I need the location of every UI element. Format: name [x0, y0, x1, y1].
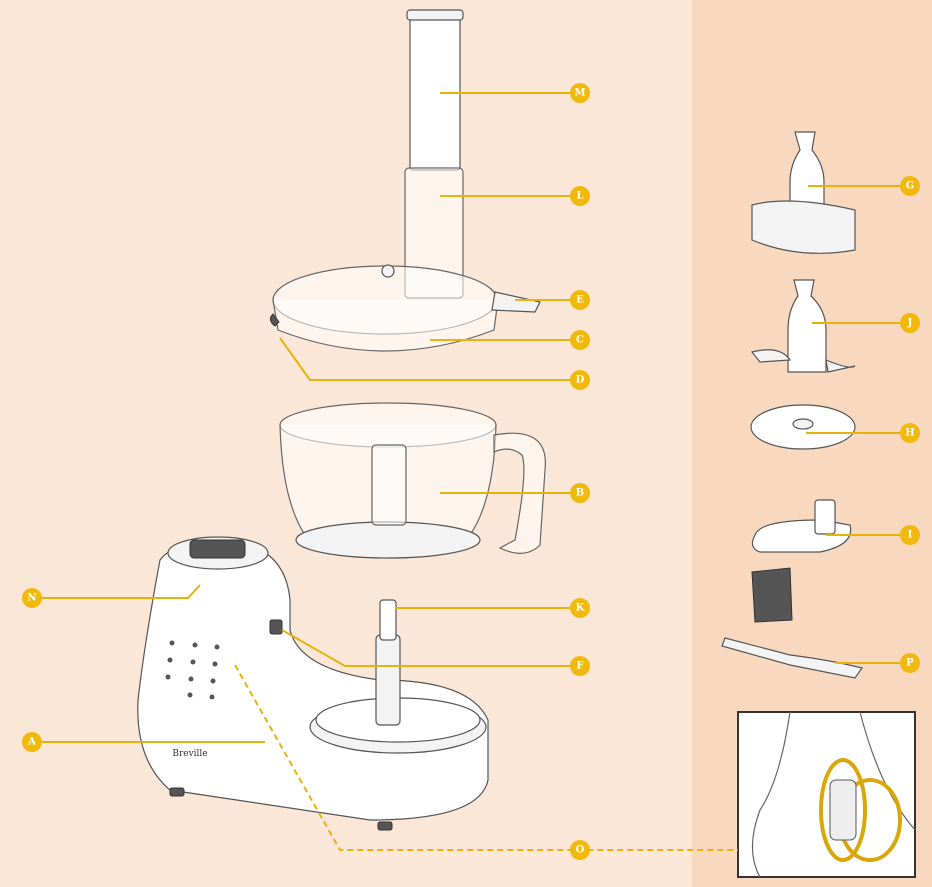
marker-b: B — [570, 483, 590, 503]
motor-base — [137, 536, 489, 831]
marker-g: G — [900, 176, 920, 196]
processor-lid — [269, 264, 541, 352]
marker-p: P — [900, 653, 920, 673]
dough-blade-j — [750, 279, 856, 373]
marker-o: O — [570, 840, 590, 860]
svg-text:A: A — [27, 737, 36, 748]
processor-bowl — [279, 402, 546, 559]
marker-e: E — [570, 290, 590, 310]
marker-h: H — [900, 423, 920, 443]
svg-text:P: P — [906, 658, 914, 669]
svg-text:F: F — [576, 661, 583, 672]
svg-text:H: H — [905, 428, 914, 439]
svg-text:L: L — [576, 191, 583, 202]
svg-text:O: O — [576, 845, 585, 856]
svg-text:C: C — [576, 335, 584, 346]
marker-n: N — [22, 588, 42, 608]
svg-text:B: B — [576, 488, 584, 499]
marker-k: K — [570, 598, 590, 618]
marker-c: C — [570, 330, 590, 350]
emulsifying-disc-i — [751, 499, 852, 623]
marker-m: M — [570, 83, 590, 103]
marker-j: J — [900, 313, 920, 333]
base-brand-logo: Breville — [172, 749, 207, 759]
cord-storage-inset — [737, 711, 916, 878]
marker-d: D — [570, 370, 590, 390]
svg-text:I: I — [908, 530, 913, 541]
chopping-blade-g — [751, 131, 856, 254]
svg-text:D: D — [576, 375, 585, 386]
marker-i: I — [900, 525, 920, 545]
leader-lines — [42, 92, 900, 851]
svg-text:M: M — [574, 88, 585, 99]
shredding-disc-h — [750, 404, 856, 450]
marker-l: L — [570, 186, 590, 206]
marker-a: A — [22, 732, 42, 752]
marker-f: F — [570, 656, 590, 676]
svg-text:J: J — [907, 318, 913, 329]
svg-text:N: N — [27, 593, 36, 604]
svg-text:K: K — [576, 603, 585, 614]
svg-text:G: G — [906, 181, 915, 192]
svg-text:E: E — [576, 295, 584, 306]
